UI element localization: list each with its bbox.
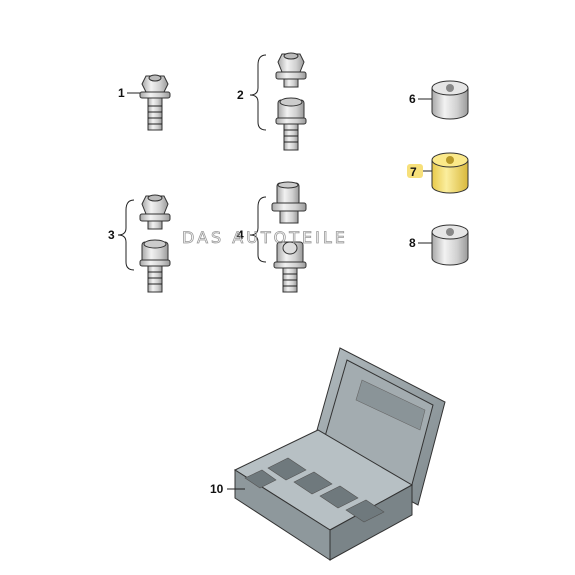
- callout-10: 10: [210, 482, 224, 496]
- bolt-2-spline[interactable]: [275, 97, 307, 151]
- bolt-3-hex[interactable]: [139, 194, 171, 230]
- callout-8: 8: [409, 236, 416, 250]
- callout-7: 7: [410, 165, 417, 179]
- storage-case-10[interactable]: [233, 347, 446, 561]
- callout-2: 2: [237, 88, 244, 102]
- bolt-4-spline[interactable]: [273, 241, 307, 293]
- bolt-4-long[interactable]: [271, 181, 307, 224]
- callout-4: 4: [237, 228, 244, 242]
- callout-7-highlight: [407, 164, 423, 178]
- watermark-text: DAS AUTOTEILE: [182, 228, 348, 247]
- bolt-2-hex[interactable]: [275, 52, 307, 88]
- callout-1: 1: [118, 86, 125, 100]
- cap-7[interactable]: [431, 152, 469, 194]
- cap-8[interactable]: [431, 224, 469, 266]
- cap-6[interactable]: [431, 80, 469, 120]
- callout-3: 3: [108, 228, 115, 242]
- bolt-1[interactable]: [139, 74, 171, 131]
- bolt-3-spline[interactable]: [139, 239, 171, 293]
- callout-6: 6: [409, 92, 416, 106]
